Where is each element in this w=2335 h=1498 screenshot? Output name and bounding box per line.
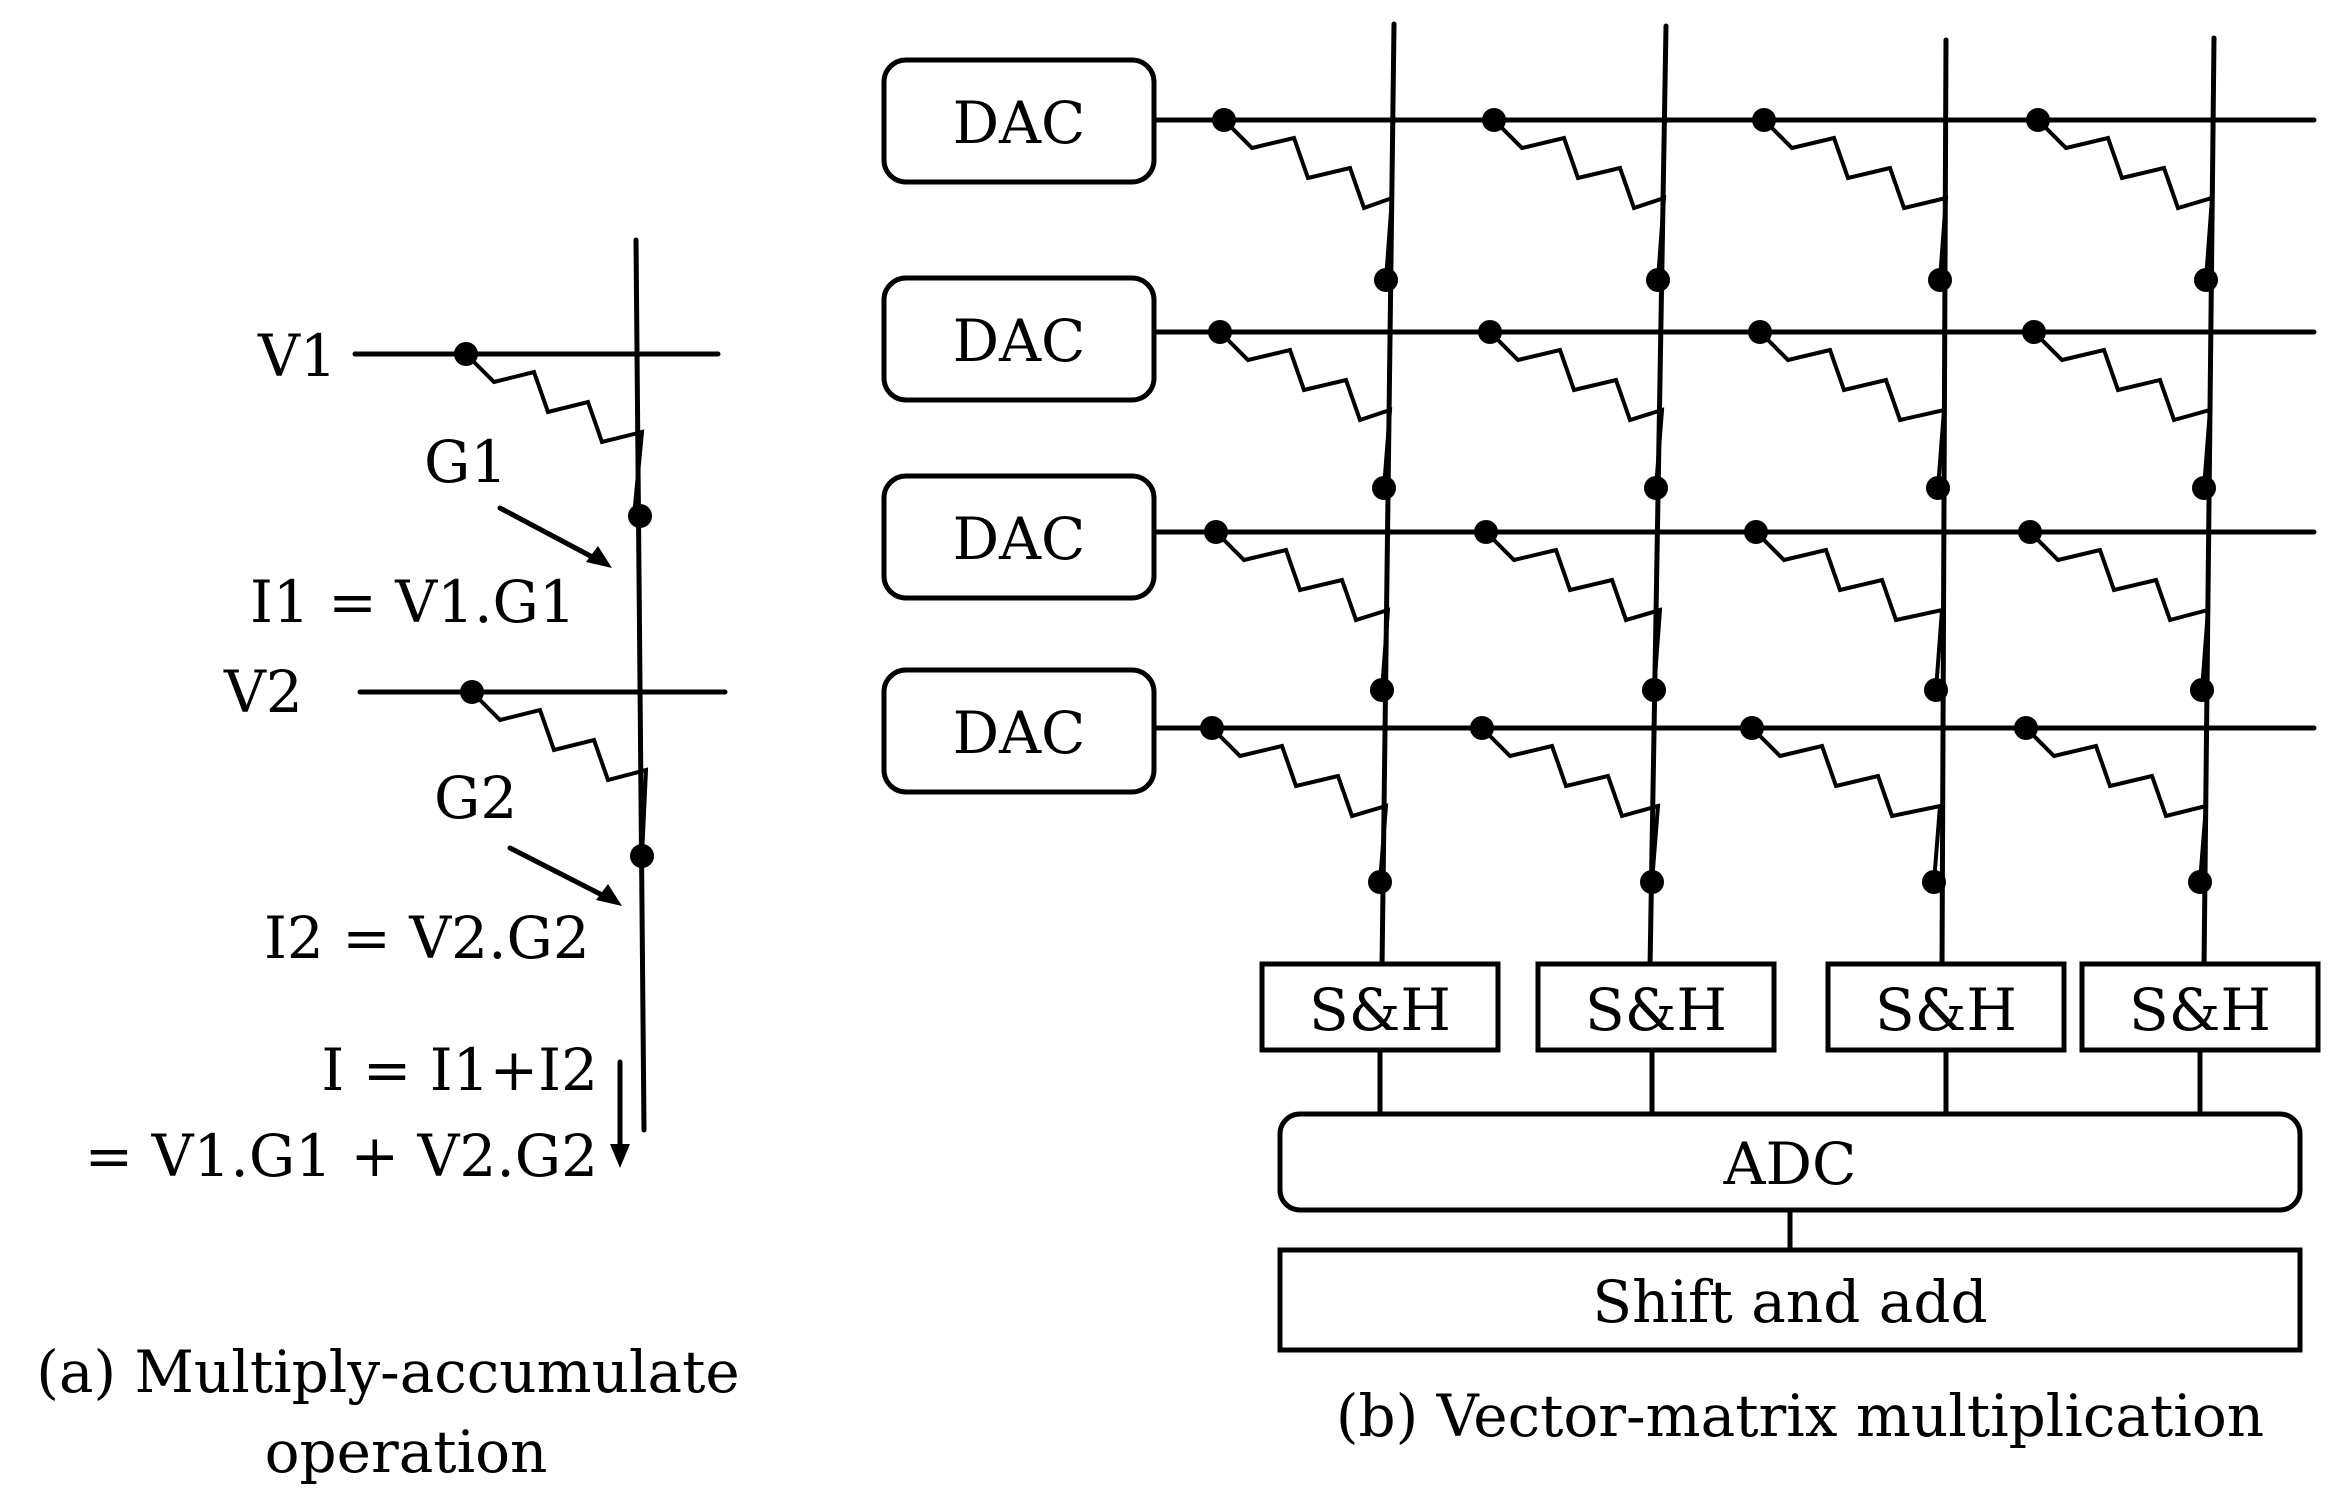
node-dot	[1752, 108, 1776, 132]
dac-box	[881, 473, 1157, 601]
crosspoint-resistor	[2036, 118, 2215, 281]
arrow-i1	[497, 505, 601, 563]
node-dot	[1924, 678, 1948, 702]
node-dot	[2026, 108, 2050, 132]
arrowhead-icon	[610, 1144, 630, 1168]
crosspoint-resistor	[1214, 530, 1391, 691]
crosspoint-resistor	[2024, 726, 2209, 883]
node-dot	[1644, 476, 1668, 500]
crosspoint-resistor	[1480, 726, 1661, 883]
node-dot	[1740, 716, 1764, 740]
dac-box	[881, 667, 1157, 795]
sample-hold-box	[1825, 961, 2067, 1053]
equation-i1: I1 = V1.G1	[250, 568, 576, 636]
dac-label: DAC	[953, 699, 1086, 767]
sample-hold-label: S&H	[1309, 976, 1451, 1044]
crosspoint-resistor	[1758, 330, 1947, 489]
node-dot	[460, 680, 484, 704]
node-dot	[2022, 320, 2046, 344]
node-dot	[1474, 520, 1498, 544]
crosspoint-resistor	[2028, 530, 2211, 691]
label-v1: V1	[257, 322, 337, 390]
node-dot	[1744, 520, 1768, 544]
equation-i2: I2 = V2.G2	[264, 904, 590, 972]
crosspoint-resistor	[2032, 330, 2213, 489]
crosspoint-resistor	[1488, 330, 1665, 489]
crosspoint-resistor	[1492, 118, 1667, 281]
dac-box	[881, 275, 1157, 403]
equation-sum-2: = V1.G1 + V2.G2	[85, 1122, 598, 1190]
arrow-i2	[507, 845, 611, 901]
dac-label: DAC	[953, 505, 1086, 573]
node-dot	[1928, 268, 1952, 292]
crosspoint-resistor	[1218, 330, 1393, 489]
caption-a-1: (a) Multiply-accumulate	[36, 1338, 739, 1406]
node-dot	[1926, 476, 1950, 500]
bitline-a	[633, 237, 647, 1133]
resistor-g1	[464, 352, 645, 517]
crosspoint-resistor	[1754, 530, 1945, 691]
node-dot	[1208, 320, 1232, 344]
node-dot	[2190, 678, 2214, 702]
node-dot	[2014, 716, 2038, 740]
label-v2: V2	[223, 658, 303, 726]
node-dot	[454, 342, 478, 366]
sample-hold-label: S&H	[1875, 976, 2017, 1044]
node-dot	[2188, 870, 2212, 894]
node-dot	[1374, 268, 1398, 292]
node-dot	[1212, 108, 1236, 132]
sample-hold-box	[1259, 961, 1501, 1053]
dac-label: DAC	[953, 307, 1086, 375]
caption-b: (b) Vector-matrix multiplication	[1336, 1382, 2264, 1450]
node-dot	[1646, 268, 1670, 292]
node-dot	[1370, 678, 1394, 702]
resistor-g2	[470, 690, 649, 857]
bitline-3	[1939, 37, 1949, 971]
crosspoint-resistor	[1222, 118, 1395, 281]
dac-box	[881, 57, 1157, 185]
node-dot	[1922, 870, 1946, 894]
node-dot	[1640, 870, 1664, 894]
label-g1: G1	[424, 428, 507, 496]
shift-add-label: Shift and add	[1592, 1268, 1987, 1336]
shift-add-box	[1277, 1247, 2303, 1353]
crosspoint-resistor	[1750, 726, 1943, 883]
crosspoint-resistor	[1210, 726, 1389, 883]
node-dot	[628, 504, 652, 528]
equation-sum-1: I = I1+I2	[321, 1036, 598, 1104]
sample-hold-box	[1535, 961, 1777, 1053]
node-dot	[2192, 476, 2216, 500]
node-dot	[1368, 870, 1392, 894]
adc-label: ADC	[1723, 1130, 1857, 1198]
node-dot	[1642, 678, 1666, 702]
dac-label: DAC	[953, 89, 1086, 157]
node-dot	[1470, 716, 1494, 740]
arrowhead-icon	[586, 546, 612, 568]
node-dot	[1372, 476, 1396, 500]
node-dot	[1482, 108, 1506, 132]
label-g2: G2	[434, 764, 517, 832]
node-dot	[2194, 268, 2218, 292]
arrowhead-icon	[596, 884, 622, 906]
node-dot	[630, 844, 654, 868]
resistor-grid	[1200, 108, 2218, 894]
sample-hold-box	[2079, 961, 2321, 1053]
caption-a-2: operation	[265, 1418, 548, 1486]
node-dot	[1478, 320, 1502, 344]
node-dot	[2018, 520, 2042, 544]
panel-b-vmm: DAC DAC DAC DAC S&H S&H S&H S&H ADC Shif…	[881, 21, 2321, 1450]
crosspoint-resistor	[1762, 118, 1949, 281]
node-dot	[1200, 716, 1224, 740]
node-dot	[1748, 320, 1772, 344]
node-dot	[1204, 520, 1228, 544]
sample-hold-label: S&H	[1585, 976, 1727, 1044]
panel-a-mac: V1 G1 I1 = V1.G1 V2 G2 I2 = V2.G2 I = I1…	[36, 237, 740, 1486]
crosspoint-resistor	[1484, 530, 1663, 691]
sample-hold-label: S&H	[2129, 976, 2271, 1044]
